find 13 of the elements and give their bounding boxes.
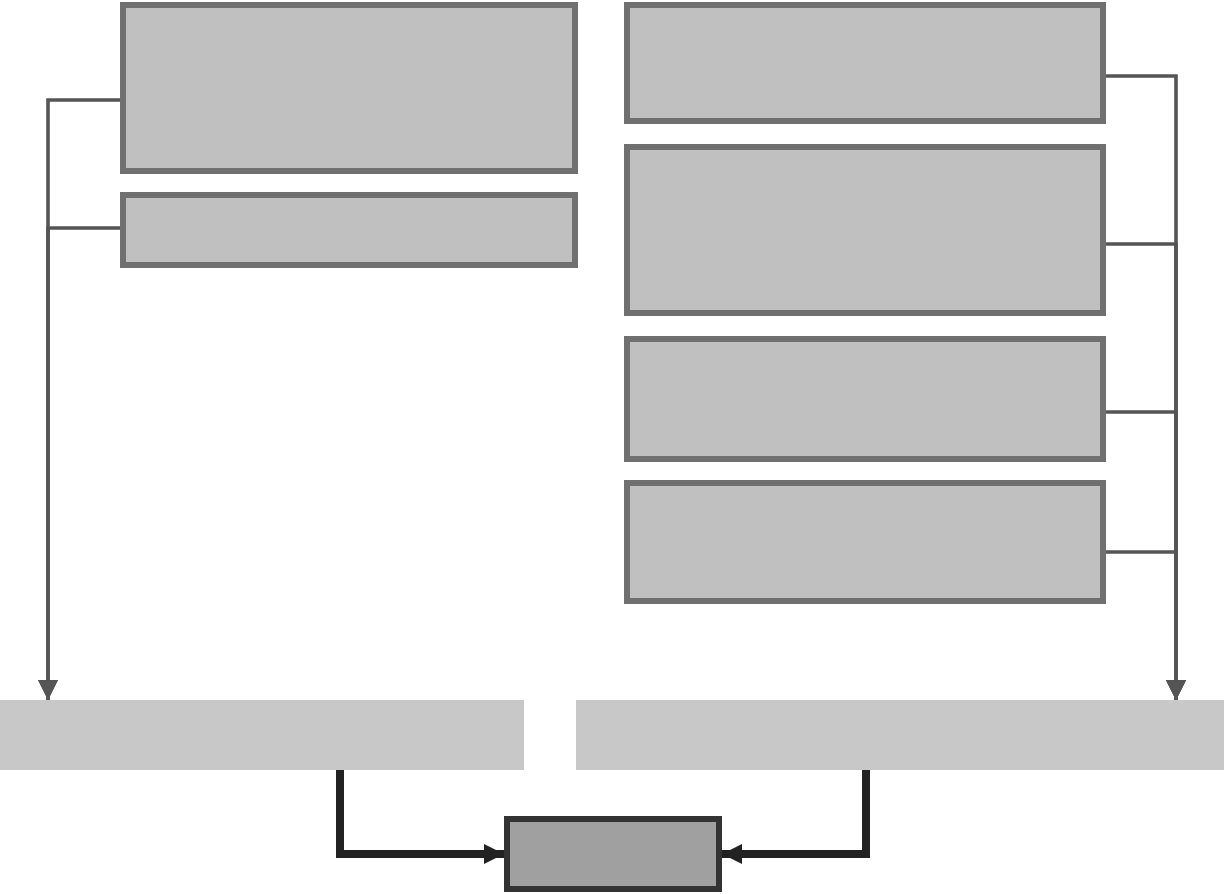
box (624, 336, 1106, 462)
bar (0, 700, 524, 770)
arrow (38, 226, 120, 700)
box (504, 816, 722, 892)
box (624, 2, 1106, 124)
box (624, 480, 1106, 604)
box (120, 2, 578, 174)
arrow (722, 770, 870, 864)
arrow (336, 770, 504, 864)
bar (576, 700, 1224, 770)
box (120, 192, 578, 268)
arrow (1106, 550, 1186, 700)
box (624, 144, 1106, 316)
